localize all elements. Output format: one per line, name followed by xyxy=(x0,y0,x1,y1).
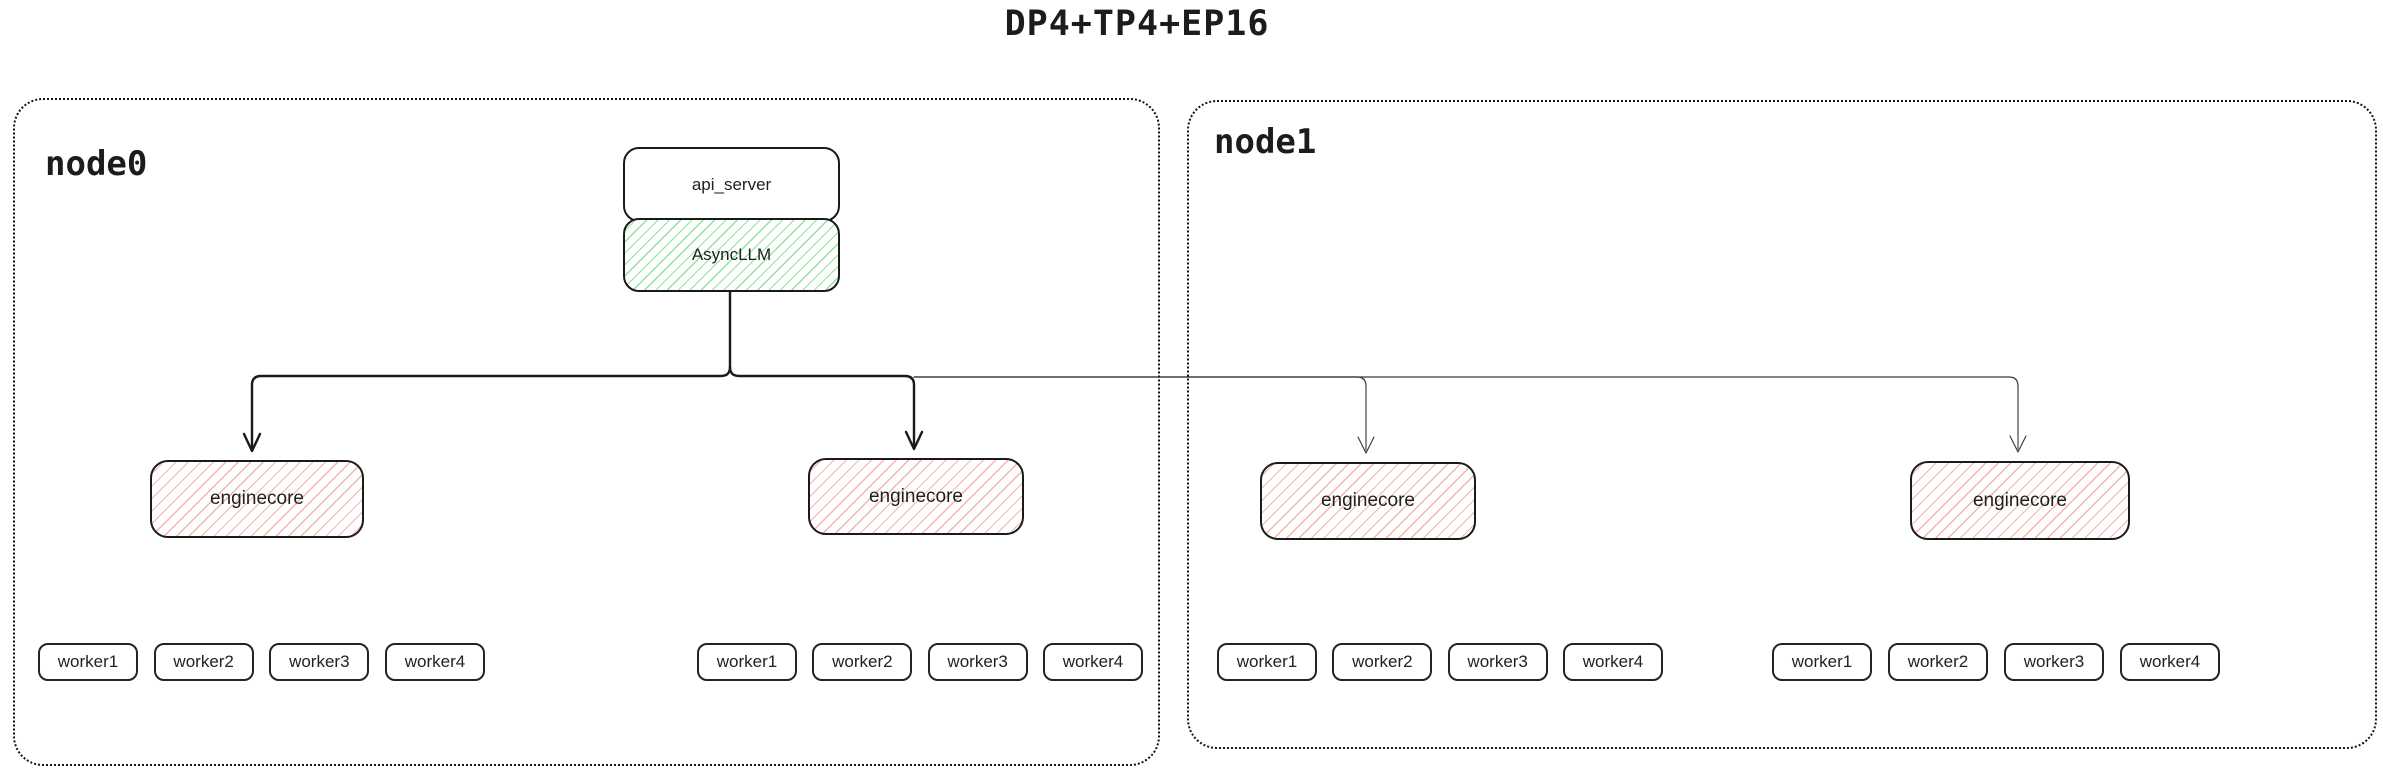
worker-chip: worker3 xyxy=(1447,643,1548,681)
worker-chip: worker1 xyxy=(1772,643,1872,681)
worker-group-1: worker1 worker2 worker3 worker4 xyxy=(38,643,485,681)
worker-group-2: worker1 worker2 worker3 worker4 xyxy=(697,643,1143,681)
enginecore-box-2: enginecore xyxy=(808,458,1024,535)
node1-container: node1 xyxy=(1187,100,2377,749)
enginecore-label: enginecore xyxy=(209,488,305,509)
api-server-box: api_server xyxy=(623,147,840,222)
worker-chip: worker1 xyxy=(38,643,138,681)
worker-chip: worker2 xyxy=(1332,643,1433,681)
enginecore-label: enginecore xyxy=(1972,489,2068,511)
enginecore-box-4: enginecore xyxy=(1910,461,2130,540)
worker-chip: worker1 xyxy=(1217,643,1317,681)
enginecore-label: enginecore xyxy=(1320,490,1416,511)
enginecore-box-3: enginecore xyxy=(1260,462,1476,540)
worker-chip: worker1 xyxy=(697,643,797,681)
worker-chip: worker3 xyxy=(269,643,370,681)
worker-chip: worker3 xyxy=(2004,643,2104,681)
asyncllm-label: AsyncLLM xyxy=(691,245,772,264)
enginecore-box-1: enginecore xyxy=(150,460,364,538)
worker-chip: worker3 xyxy=(927,643,1028,681)
diagram-title: DP4+TP4+EP16 xyxy=(1004,4,1270,44)
worker-chip: worker2 xyxy=(153,643,254,681)
enginecore-label: enginecore xyxy=(868,485,964,507)
worker-chip: worker2 xyxy=(1888,643,1988,681)
worker-chip: worker4 xyxy=(1042,643,1143,681)
node0-label: node0 xyxy=(45,144,148,184)
asyncllm-box: AsyncLLM xyxy=(623,218,840,292)
worker-group-3: worker1 worker2 worker3 worker4 xyxy=(1217,643,1663,681)
worker-chip: worker4 xyxy=(1562,643,1663,681)
node0-container: node0 xyxy=(13,98,1160,766)
worker-chip: worker4 xyxy=(2120,643,2220,681)
node1-label: node1 xyxy=(1214,122,1317,162)
api-server-label: api_server xyxy=(691,174,772,194)
worker-chip: worker2 xyxy=(812,643,913,681)
worker-group-4: worker1 worker2 worker3 worker4 xyxy=(1772,643,2220,681)
worker-chip: worker4 xyxy=(384,643,485,681)
